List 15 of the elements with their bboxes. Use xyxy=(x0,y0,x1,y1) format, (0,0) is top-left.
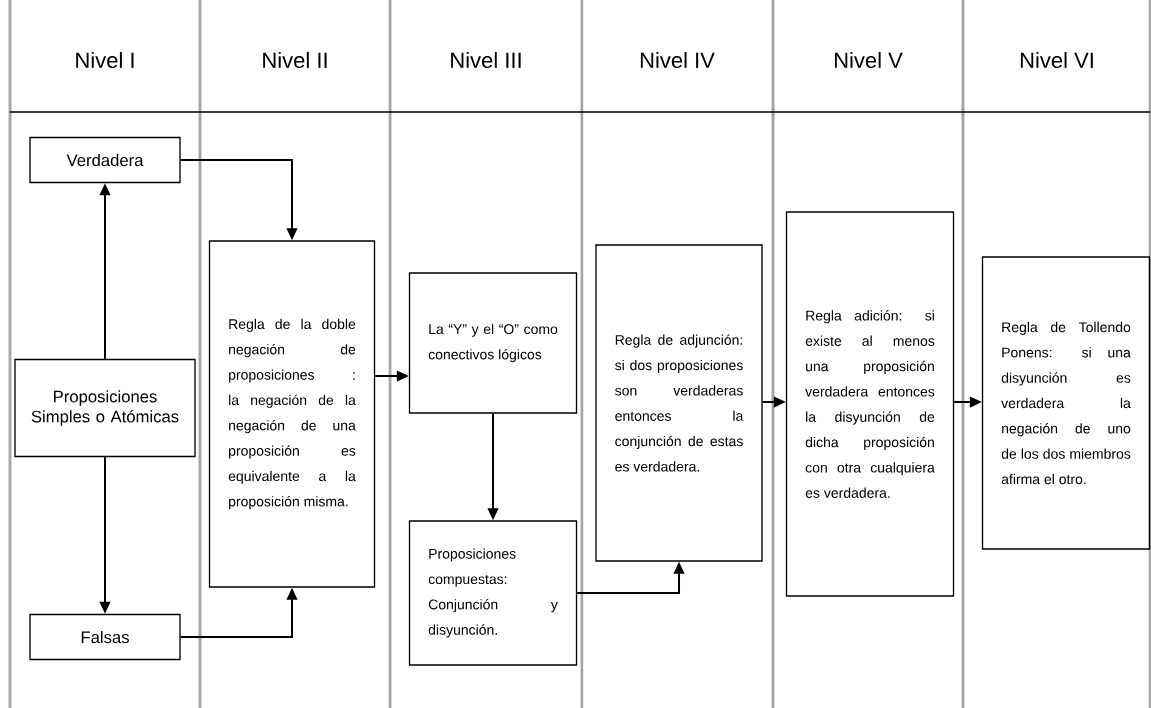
text-box: Regla de la doble negación de proposiciones : la negación de la negación de una proposición es equivalente a la proposición misma. xyxy=(208,240,376,588)
column-heading: Nivel III xyxy=(451,51,521,69)
text-box: Regla de adjunción: si dos proposiciones son verdaderas entonces la conjunción de estas es verdadera. xyxy=(595,244,763,562)
column-heading: Nivel I xyxy=(76,51,134,69)
text-box: La “Y” y el “O” como conectivos lógicos xyxy=(408,272,578,414)
column-heading: Nivel VI xyxy=(1020,51,1093,69)
text-box: Proposiciones Simples o Atómicas xyxy=(14,358,196,458)
column-heading: Nivel V xyxy=(834,51,903,69)
text-box: Proposiciones compuestas: Conjunción y disyunción. xyxy=(408,520,578,666)
text-box: Regla adición: si existe al menos una proposición verdadera entonces la disyunción de dicha proposición con otra cualquiera es verdadera. xyxy=(785,211,955,597)
column-heading: Nivel II xyxy=(263,51,327,69)
text-box: Falsas xyxy=(29,613,181,661)
text-box: Regla de Tollendo Ponens: si una disyunción es verdadera la negación de uno de los dos miembros afirma el otro. xyxy=(981,256,1151,550)
column-heading: Nivel IV xyxy=(640,51,715,69)
text-box: Verdadera xyxy=(29,136,181,184)
